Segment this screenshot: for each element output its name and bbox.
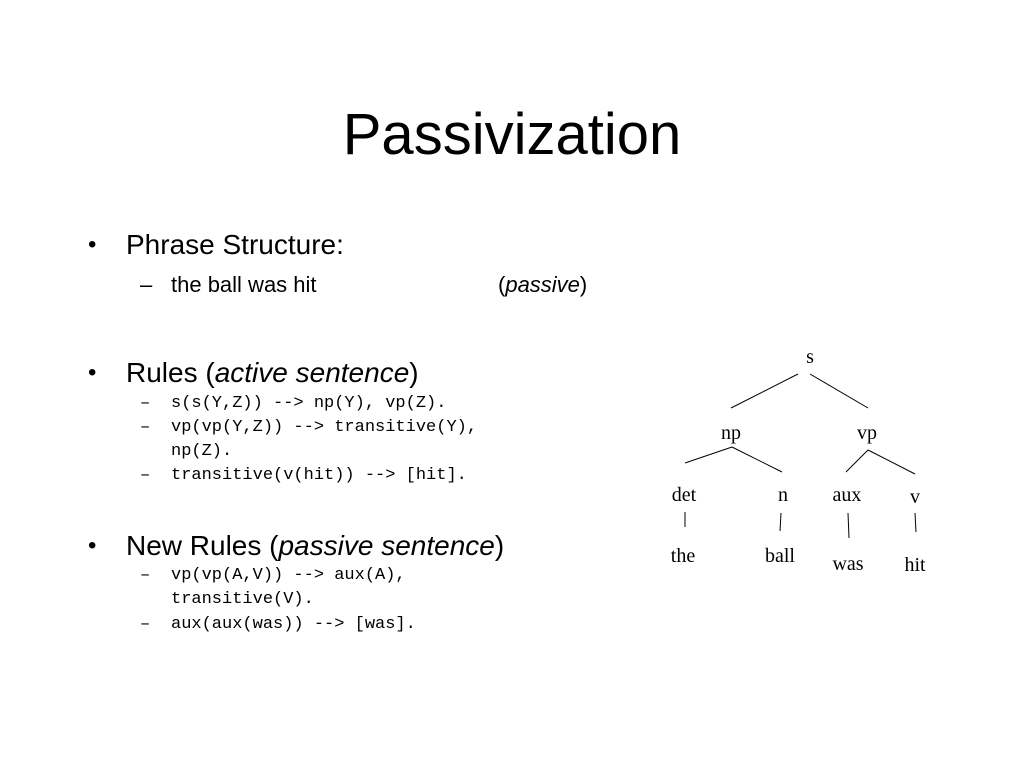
tree-edge-aux-was bbox=[847, 512, 850, 539]
slide-title: Passivization bbox=[342, 102, 682, 167]
tree-edge-v-hit bbox=[914, 512, 917, 533]
tree-node-aux: aux bbox=[833, 484, 862, 506]
tree-node-np: np bbox=[721, 422, 741, 444]
tree-leaf-the: the bbox=[671, 545, 696, 567]
dash-glyph: – bbox=[140, 615, 151, 634]
dash-glyph: – bbox=[140, 272, 153, 297]
example-sentence: the ball was hit bbox=[171, 272, 317, 297]
tree-node-v: v bbox=[910, 486, 920, 508]
tree-edge-np-n bbox=[731, 446, 783, 473]
tree-edge-np-det bbox=[684, 446, 733, 464]
bullet-glyph: • bbox=[88, 359, 97, 386]
code-line: vp(vp(A,V)) --> aux(A), bbox=[171, 566, 406, 585]
dash-glyph: – bbox=[140, 466, 151, 485]
tree-leaf-was: was bbox=[832, 553, 863, 575]
bullet-glyph: • bbox=[88, 532, 97, 559]
code-line-continued: np(Z). bbox=[171, 442, 233, 461]
tree-edge-s-np bbox=[730, 373, 799, 409]
code-line: aux(aux(was)) --> [was]. bbox=[171, 615, 416, 634]
code-line-continued: transitive(V). bbox=[171, 590, 314, 609]
tree-node-s: s bbox=[806, 346, 814, 368]
parse-tree: s np vp det n aux v the ball was hit bbox=[671, 346, 926, 576]
dash-glyph: – bbox=[140, 418, 151, 437]
tree-leaf-hit: hit bbox=[904, 554, 926, 576]
code-line: s(s(Y,Z)) --> np(Y), vp(Z). bbox=[171, 394, 447, 413]
tree-leaf-ball: ball bbox=[765, 545, 795, 567]
code-line: transitive(v(hit)) --> [hit]. bbox=[171, 466, 467, 485]
dash-glyph: – bbox=[140, 566, 151, 585]
tree-node-vp: vp bbox=[857, 422, 877, 444]
tree-edge-s-vp bbox=[809, 373, 869, 409]
bullet-new-rules-passive: New Rules (passive sentence) bbox=[126, 530, 505, 561]
bullet-rules-active: Rules (active sentence) bbox=[126, 357, 419, 388]
code-line: vp(vp(Y,Z)) --> transitive(Y), bbox=[171, 418, 478, 437]
dash-glyph: – bbox=[140, 394, 151, 413]
bullet-phrase-structure: Phrase Structure: bbox=[126, 229, 344, 260]
tree-node-n: n bbox=[778, 484, 788, 506]
tree-edge-n-ball bbox=[779, 512, 782, 532]
tree-edge-vp-v bbox=[867, 449, 916, 475]
example-note: (passive) bbox=[498, 272, 588, 297]
tree-node-det: det bbox=[672, 484, 697, 506]
tree-edge-vp-aux bbox=[845, 449, 869, 473]
bullet-glyph: • bbox=[88, 231, 97, 258]
